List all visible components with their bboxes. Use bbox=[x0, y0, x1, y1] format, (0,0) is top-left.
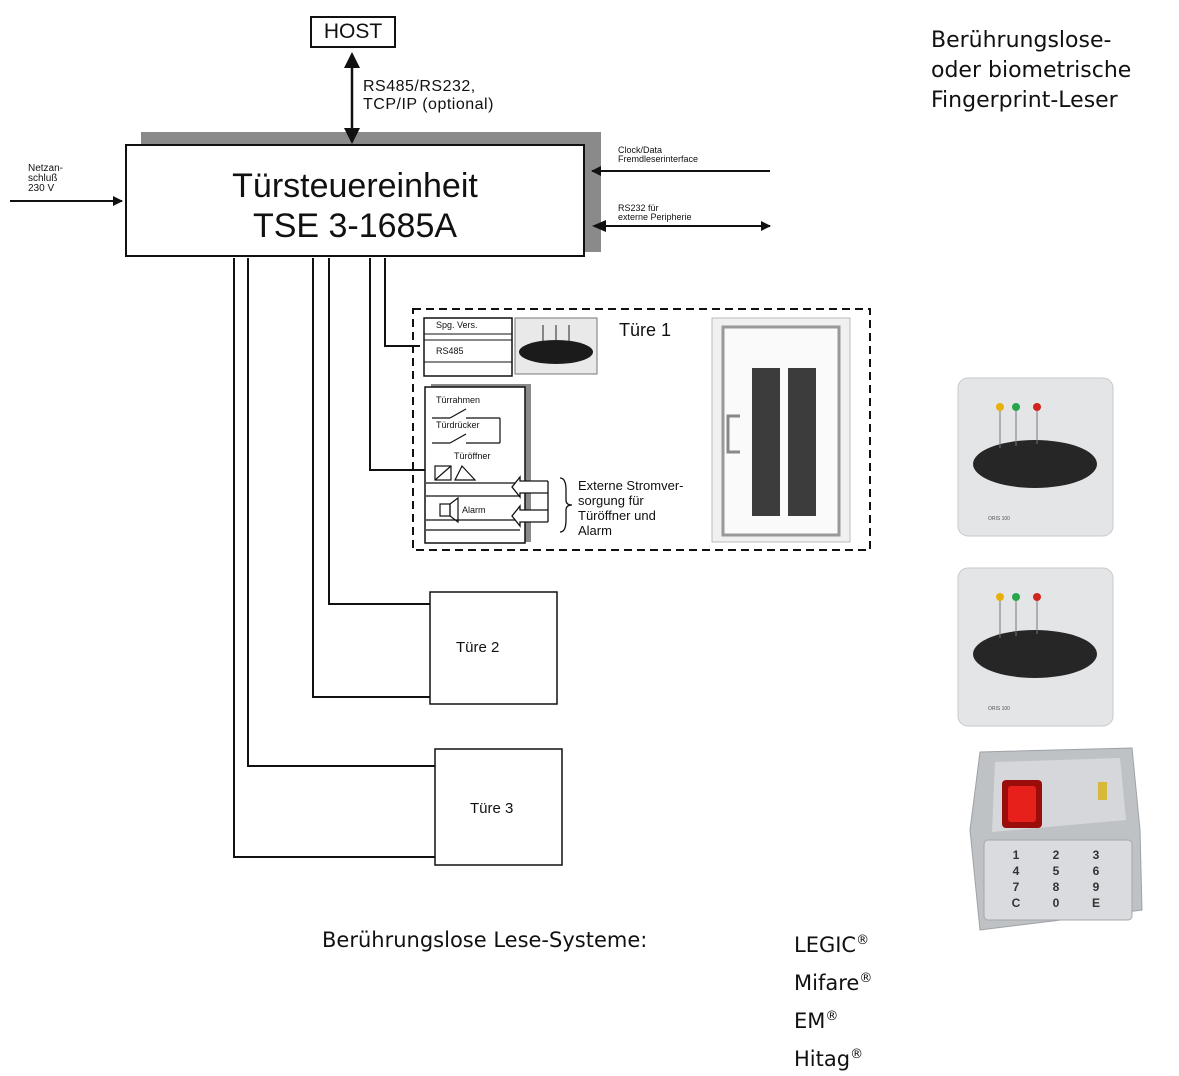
reader-model-2: ORIS 100 bbox=[988, 706, 1010, 712]
door3-line-b bbox=[247, 258, 435, 767]
systems-list: LEGIC® Mifare® EM® Hitag® bbox=[794, 924, 872, 1076]
power-note: Externe Stromver-sorgung für Türöffner u… bbox=[578, 478, 684, 538]
reader-label-power: Spg. Vers. bbox=[436, 320, 478, 330]
door2-line-b bbox=[328, 258, 430, 605]
door1-frame bbox=[412, 308, 871, 551]
bus-label-1: RS485/RS232, bbox=[363, 78, 476, 95]
system-legic: LEGIC® bbox=[794, 933, 870, 957]
door3-label: Türe 3 bbox=[470, 800, 514, 817]
door2-line-a bbox=[312, 258, 430, 698]
proximity-reader-2 bbox=[957, 567, 1114, 727]
contact-alarm-label: Alarm bbox=[462, 505, 486, 515]
host-box: HOST bbox=[310, 16, 396, 48]
system-em: EM® bbox=[794, 1009, 839, 1033]
controller-title: Türsteuereinheit bbox=[232, 167, 478, 205]
fingerprint-reader bbox=[969, 747, 1143, 931]
door3-line-a bbox=[233, 258, 435, 858]
host-arrow-down bbox=[344, 128, 360, 144]
door1-line-b bbox=[384, 258, 420, 347]
proximity-reader-1 bbox=[957, 377, 1114, 537]
controller-model: TSE 3-1685A bbox=[252, 207, 458, 245]
system-hitag: Hitag® bbox=[794, 1047, 864, 1071]
systems-label: Berührungslose Lese-Systeme: bbox=[322, 928, 648, 952]
reader-model-1: ORIS 100 bbox=[988, 516, 1010, 522]
contacts-block bbox=[424, 386, 526, 544]
door2-box bbox=[429, 591, 558, 705]
door3-box bbox=[434, 748, 563, 866]
door1-title: Türe 1 bbox=[619, 320, 672, 340]
bus-label-2: TCP/IP (optional) bbox=[363, 96, 494, 113]
door2-label: Türe 2 bbox=[456, 639, 500, 656]
contact-opener-label: Türöffner bbox=[454, 451, 491, 461]
controller-box: Türsteuereinheit TSE 3-1685A bbox=[125, 144, 585, 257]
contact-handle-label: Türdrücker bbox=[436, 420, 480, 430]
host-arrow-up bbox=[344, 52, 360, 68]
reader-label-rs485: RS485 bbox=[436, 346, 464, 356]
system-mifare: Mifare® bbox=[794, 971, 873, 995]
contact-frame-label: Türrahmen bbox=[436, 395, 481, 405]
door1-line-a bbox=[369, 258, 426, 471]
